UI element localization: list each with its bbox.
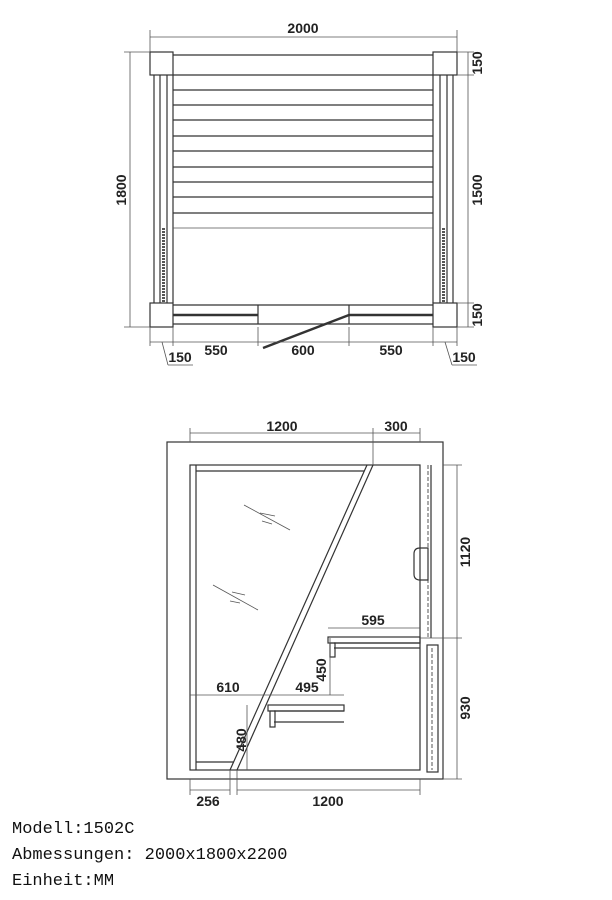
dim-right-top: 150 [469, 51, 485, 75]
dim-bottom-left: 256 [196, 793, 220, 809]
dim-lower-bench-left: 610 [216, 679, 240, 695]
dimensions-label: Abmessungen: 2000x1800x2200 [12, 846, 288, 865]
dim-bottom-right-corner: 150 [452, 349, 476, 365]
dim-right-upper: 1120 [457, 537, 473, 568]
dim-bottom-right: 1200 [312, 793, 343, 809]
dim-right-bottom: 150 [469, 303, 485, 327]
dim-upper-bench: 595 [361, 612, 385, 628]
dim-depth: 1800 [113, 174, 129, 205]
dim-lower-height: 480 [233, 728, 249, 752]
dim-top-right: 300 [384, 418, 408, 434]
dim-lower-bench: 495 [295, 679, 319, 695]
top-view: 2000 1800 150 1500 150 [113, 20, 485, 366]
dim-right-mid: 1500 [469, 174, 485, 205]
dim-top-left: 1200 [266, 418, 297, 434]
model-label: Modell:1502C [12, 820, 135, 839]
dim-width: 2000 [287, 20, 318, 36]
dim-bottom-left-corner: 150 [168, 349, 192, 365]
dim-bottom-left: 550 [204, 342, 228, 358]
unit-label: Einheit:MM [12, 872, 115, 891]
door-swing [262, 313, 350, 350]
side-view: 1200 300 1120 930 595 450 610 495 480 25… [166, 418, 473, 809]
dim-bench-height: 450 [313, 658, 329, 682]
dim-right-lower: 930 [457, 696, 473, 720]
dim-bottom-right: 550 [379, 342, 403, 358]
dim-bottom-door: 600 [291, 342, 315, 358]
